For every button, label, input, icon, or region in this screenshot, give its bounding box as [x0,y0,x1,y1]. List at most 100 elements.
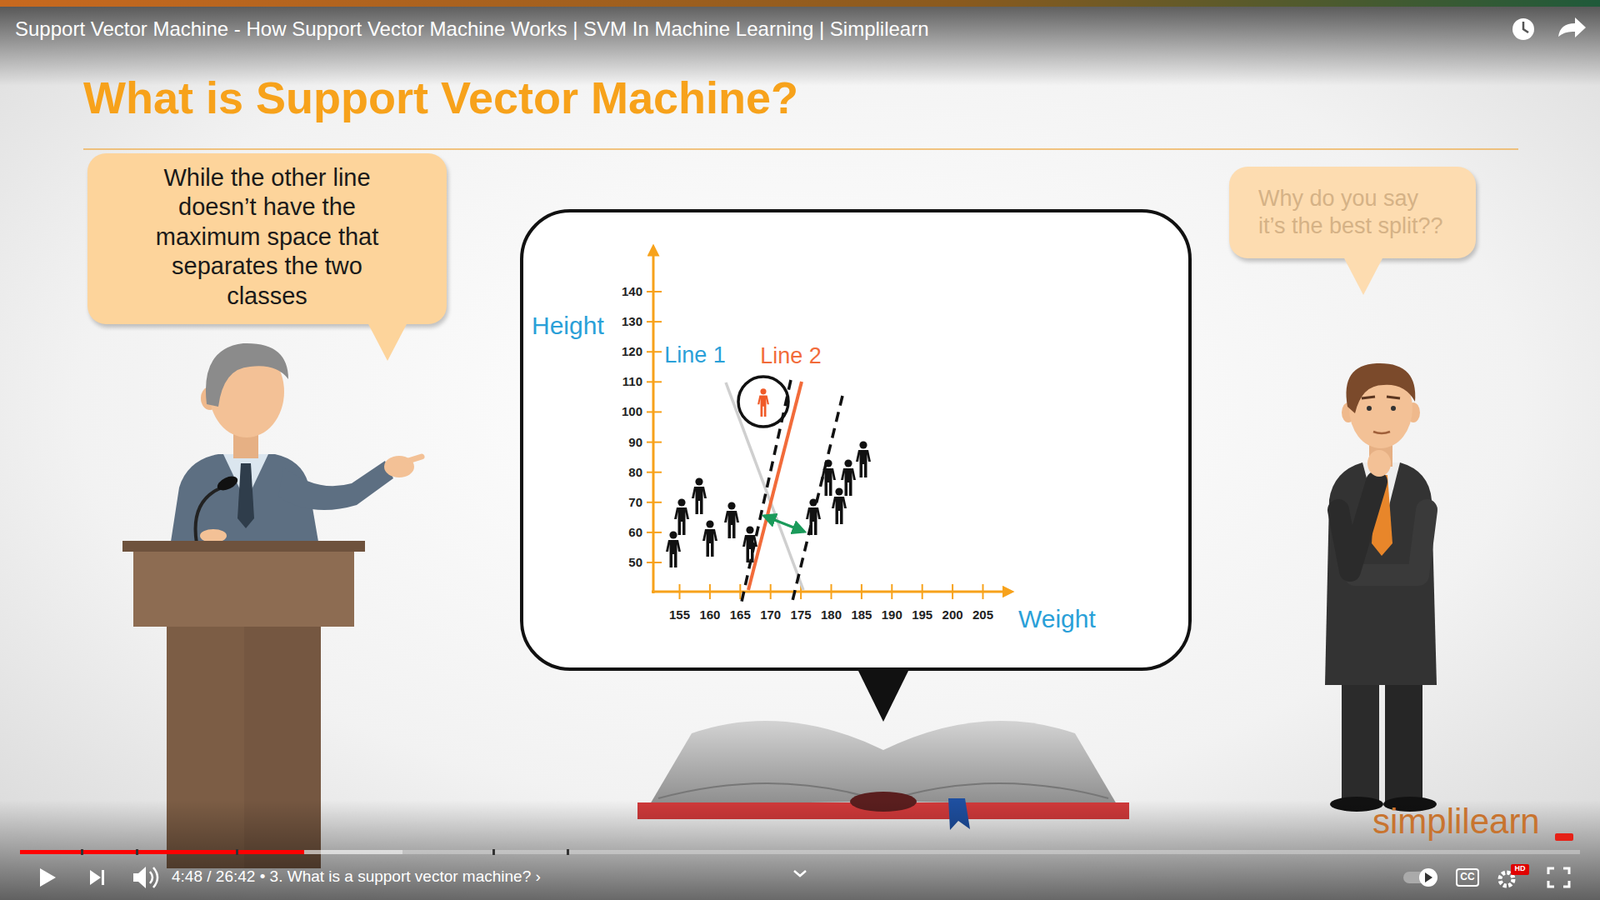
player-controls [1548,868,1570,887]
player-controls [20,850,403,855]
player-controls [1555,833,1574,841]
presenter-figure [408,456,422,461]
data-points [831,487,847,525]
player-controls [135,849,139,855]
chart-axes [646,350,662,353]
chart-axes [646,380,662,383]
top-icons [1512,18,1535,40]
axis-tick-label: 60 [583,525,643,540]
data-points [840,459,856,496]
player-controls [1510,864,1530,875]
player-controls [20,850,1580,855]
axis-tick-label: 170 [760,607,781,622]
listener-figure [1341,676,1380,802]
brand-logo: simplilearn [1372,801,1540,842]
slide-background [0,0,1600,7]
chart-axes [646,290,662,293]
speech-bubble-tail [362,322,413,363]
presenter-figure [237,463,255,529]
data-points [724,501,740,539]
axis-tick-label: 160 [699,607,720,622]
data-points [674,498,690,535]
player-controls [40,868,56,887]
player-controls [235,849,239,855]
speech-bubble: Why do you say it’s the best split?? [1229,166,1476,259]
presenter-figure [170,343,422,544]
line-label: Line 1 [664,341,726,369]
speech-bubble-tail [1338,256,1389,297]
outlier-point [757,388,770,417]
chart-bubble-shape [856,667,910,722]
player-controls [1425,872,1433,883]
listener-figure [1385,676,1423,802]
axis-tick-label: 70 [583,495,643,510]
data-points [855,440,871,478]
axis-tick-label: 175 [790,607,812,622]
axis-tick-label: 120 [583,344,643,359]
chart-separators [741,380,791,602]
listener-figure [1366,405,1372,411]
data-points [691,477,707,515]
top-icons [1558,17,1586,38]
chart-axes [679,584,681,600]
listener-figure [1390,405,1396,411]
speech-bubble-tail [1343,256,1384,295]
speech-bubble-tail [367,322,408,361]
speech-bubble: While the other line doesn’t have the ma… [87,153,447,325]
player-controls [90,870,101,885]
slide-background [83,148,1519,150]
player-controls [0,800,1600,900]
caption-button: CC [1456,871,1479,884]
chart-axes [860,584,863,600]
listener-figure [1325,363,1437,812]
podium [133,551,355,627]
axis-tick-label: 110 [583,374,643,389]
outlier-point [738,376,789,427]
player-controls [0,800,1600,900]
player-controls [20,850,305,855]
chart-axes [830,584,833,600]
axis-tick-label: 180 [820,607,842,622]
listener-figure [1338,481,1377,571]
axis-tick-label: 185 [850,607,872,622]
data-points [702,520,718,557]
outlier-point [738,376,789,427]
chart-axes [646,561,662,564]
chart-separators [725,382,804,590]
axis-tick-label: 200 [942,607,964,622]
player-controls [794,870,806,876]
player-controls [1419,868,1438,887]
top-icons [1523,21,1529,33]
chart-bubble: HeightLine 1Line 2Weight [520,209,1192,671]
axis-tick-label: 130 [583,314,643,329]
chart-separators [764,515,805,532]
data-points [820,459,836,496]
speech-text: Why do you say it’s the best split?? [1258,185,1447,240]
chart-axes [646,291,984,600]
chart-axes [646,250,1009,600]
player-controls [80,849,84,855]
chart-axes [709,584,711,600]
chart-axes [646,320,662,323]
chart-axes [651,590,1009,594]
player-controls [1456,869,1479,886]
chart-axes [646,410,662,413]
presenter-figure [215,473,240,494]
listener-figure [1345,363,1415,414]
axis-tick-label: 195 [911,607,933,622]
axis-tick-label: 80 [583,465,643,480]
chart-axes [739,584,741,600]
chart-separators [748,381,802,590]
player-controls [101,870,105,885]
chart-axes [646,501,662,504]
player-controls [492,849,495,855]
chart-axes [951,584,954,600]
presenter-figure [205,343,289,407]
axis-tick-label: 140 [583,284,643,299]
speech-text: While the other line doesn’t have the ma… [133,163,401,311]
listener-figure [1367,450,1391,477]
axis-tick-label: 155 [669,607,690,622]
listener-figure [1361,396,1400,399]
